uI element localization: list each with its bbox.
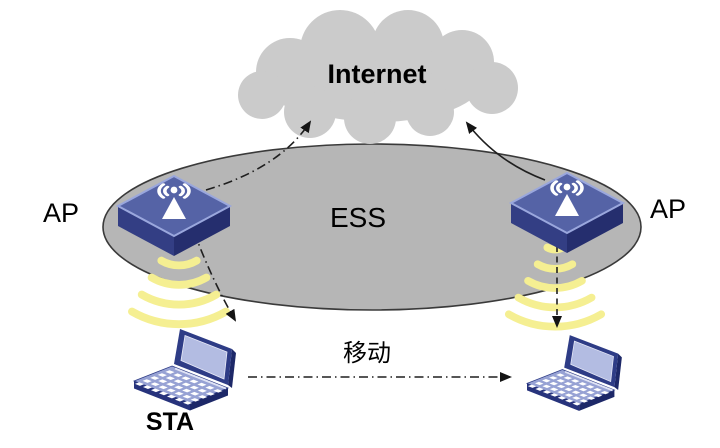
ess-ellipse <box>102 143 642 311</box>
internet-label: Internet <box>327 59 426 89</box>
ap-right-label: AP <box>650 194 686 224</box>
arrow-ap-left-to-sta <box>193 231 236 322</box>
sta-label: STA <box>146 408 194 436</box>
sta-laptop-left <box>134 329 236 411</box>
ess-label: ESS <box>330 202 386 233</box>
internet-cloud-icon <box>238 10 518 144</box>
ap-left-label: AP <box>43 198 79 228</box>
sta-laptop-right <box>527 335 622 411</box>
arrow-ap-left-to-internet <box>205 120 312 191</box>
arrow-ap-right-to-internet <box>465 121 546 181</box>
move-label: 移动 <box>343 340 391 367</box>
